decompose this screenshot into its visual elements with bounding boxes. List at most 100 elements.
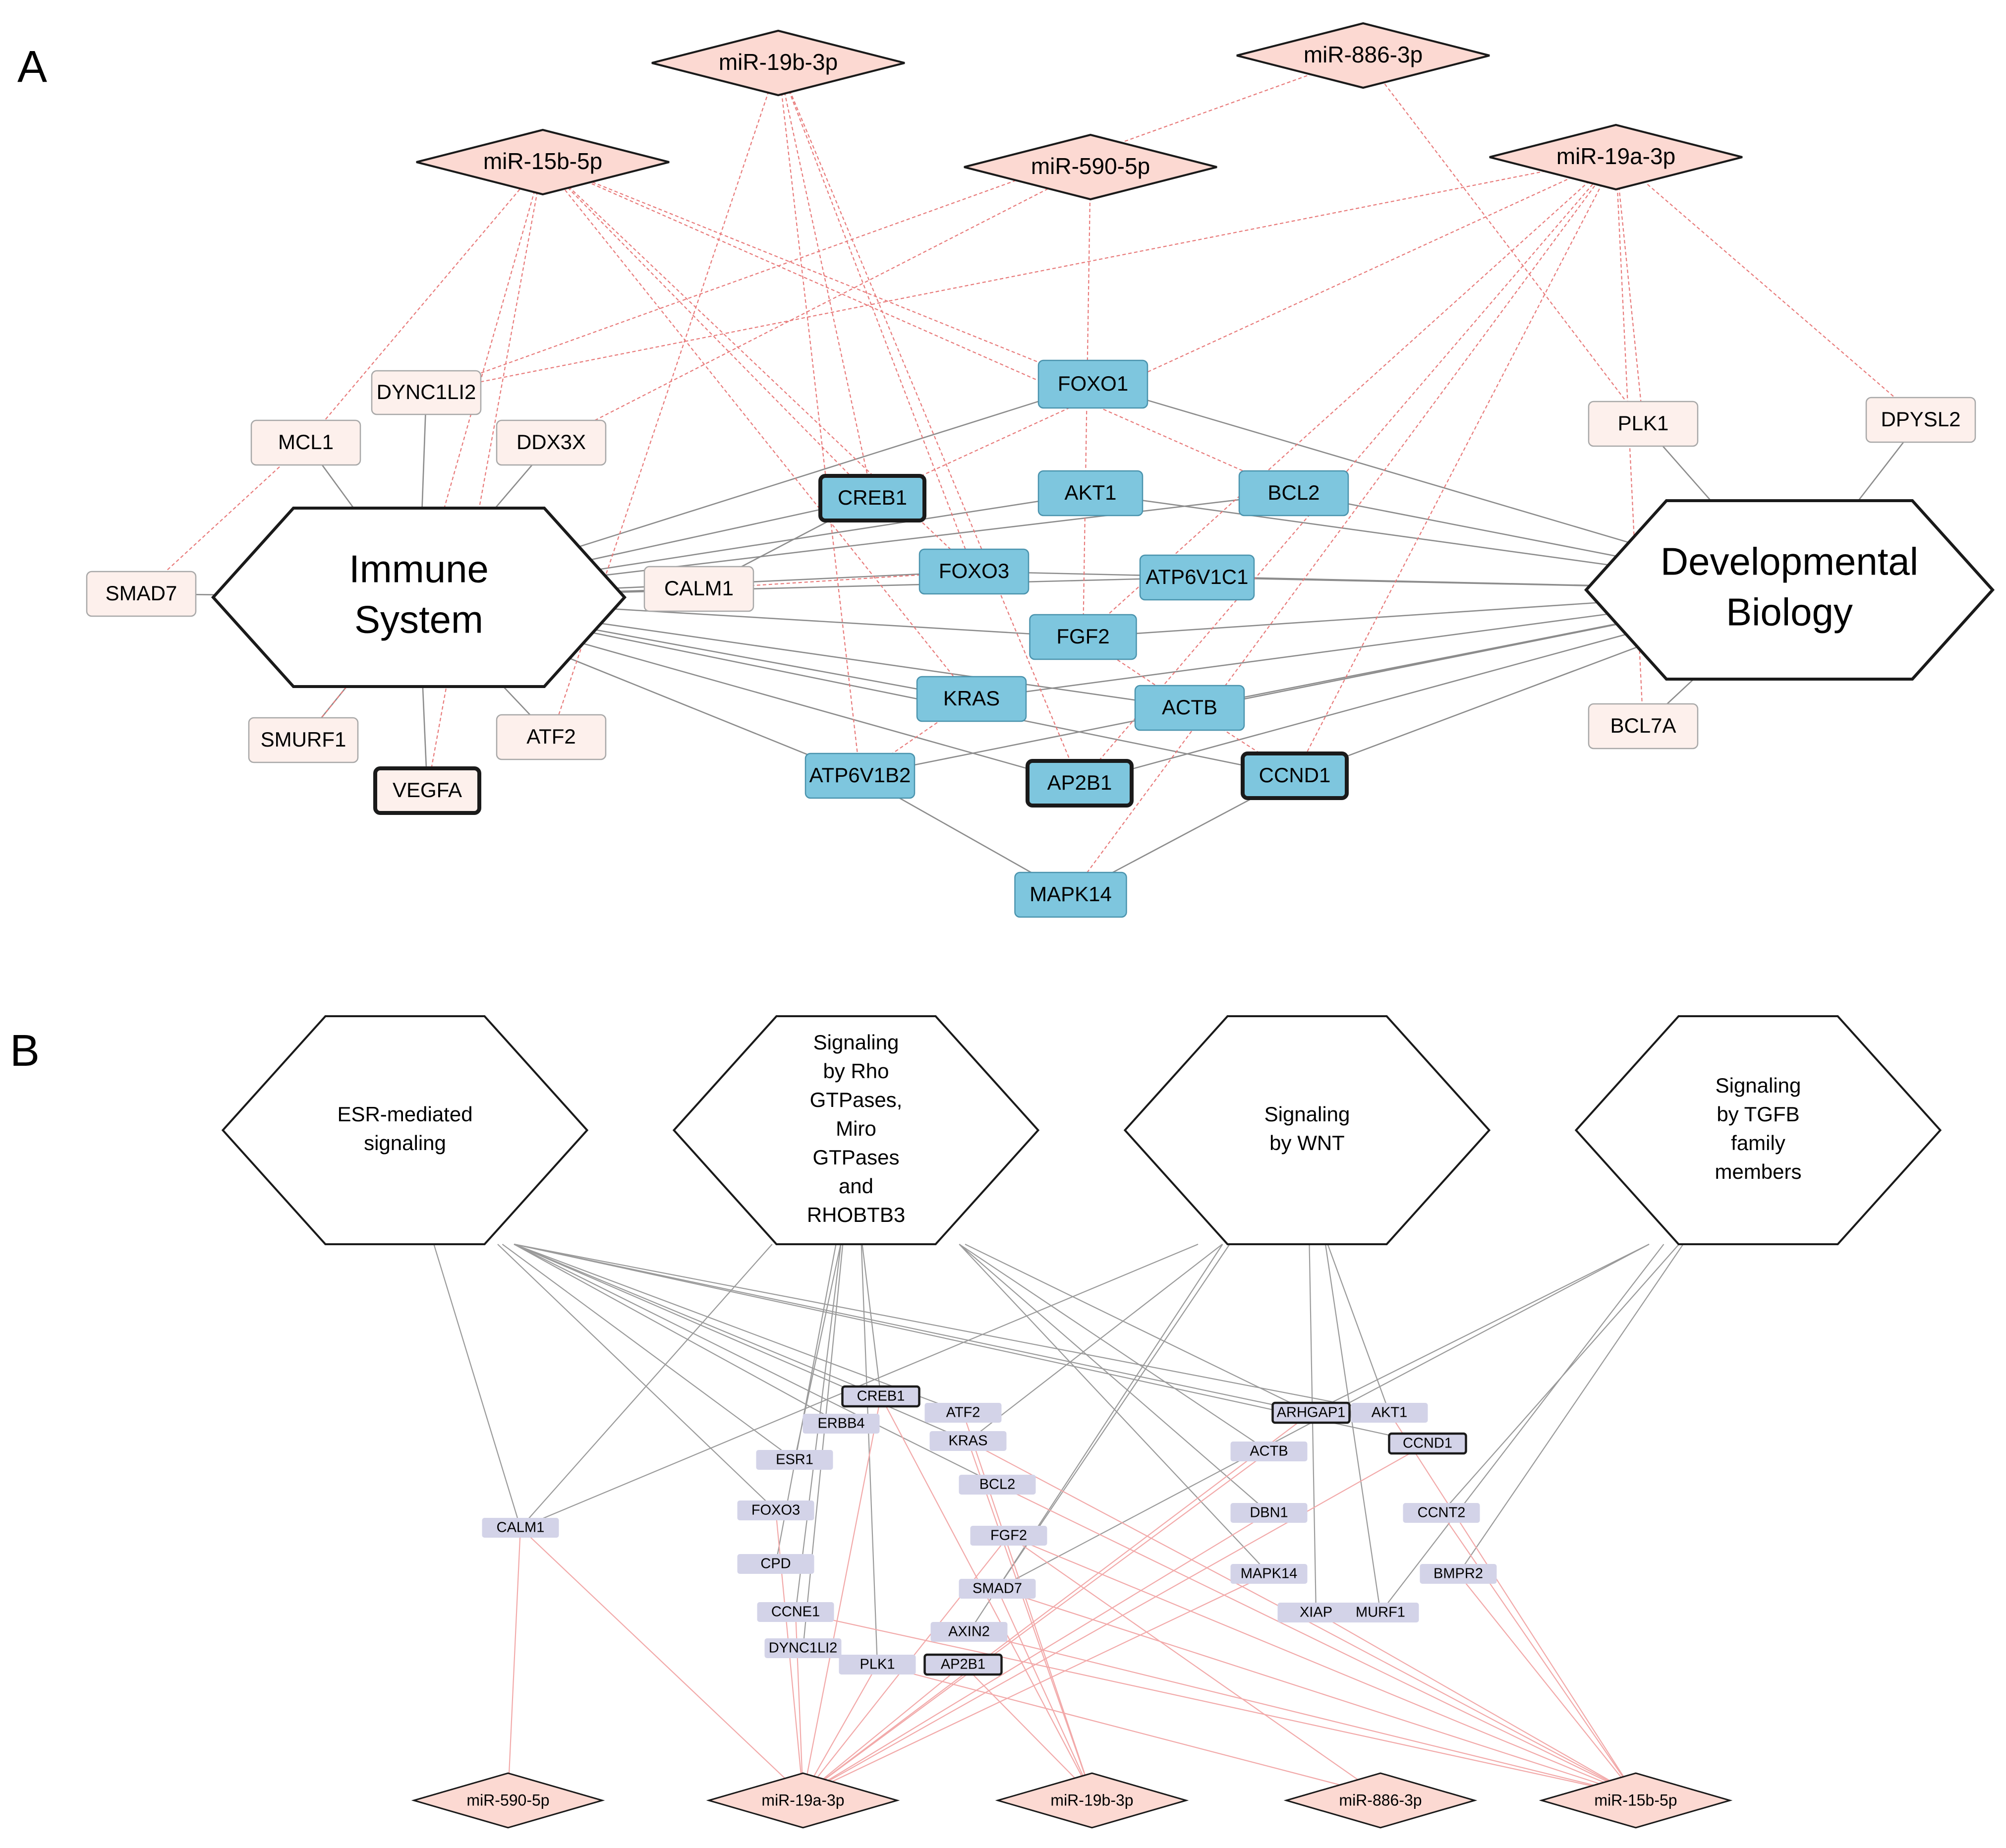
gene-node-actb: ACTB — [1134, 685, 1245, 731]
pathway-label: System — [354, 598, 483, 641]
gene-box — [918, 548, 1030, 595]
mirna-target-edge — [1294, 157, 1616, 776]
gene-label: ACTB — [1250, 1444, 1288, 1459]
mirna-target-edge — [962, 1412, 1093, 1796]
gene-node-bcl2: BCL2 — [1238, 470, 1349, 517]
pathway-label: Signaling — [1264, 1102, 1350, 1126]
mirna-label: miR-15b-5p — [483, 148, 602, 174]
mirna-label: miR-886-3p — [1339, 1791, 1422, 1809]
pathway-hexagon — [221, 1015, 589, 1245]
gene-pathway-edge — [497, 1244, 776, 1511]
gene-label: CREB1 — [838, 486, 907, 509]
mirna-target-edge — [1363, 55, 1644, 424]
mirna-target-edge — [802, 1443, 1428, 1796]
mirna-target-edge — [542, 162, 873, 499]
gene-box — [916, 676, 1027, 722]
gene-label: ATF2 — [946, 1405, 980, 1421]
gene-box — [841, 1385, 920, 1408]
mirna-target-edge — [1389, 1412, 1636, 1796]
gene-label: FOXO1 — [1058, 372, 1128, 395]
mirna-target-edge — [542, 161, 1294, 494]
gene-node-ccnd1: CCND1 — [1241, 751, 1349, 800]
gene-label: AXIN2 — [948, 1624, 990, 1640]
mirna-target-edge — [997, 1484, 1636, 1796]
gene-label: PLK1 — [860, 1657, 895, 1673]
gene-label: VEGFA — [393, 778, 462, 802]
gene-box — [1388, 1432, 1467, 1455]
pathway-label: Developmental — [1661, 540, 1918, 583]
gene-node-xiap: XIAP — [1277, 1603, 1355, 1622]
gene-label: DYNC1LI2 — [769, 1640, 838, 1656]
mirna-target-edge — [426, 55, 1364, 394]
gene-box — [804, 752, 916, 799]
mirna-diamond — [706, 1772, 900, 1829]
gene-box — [1026, 759, 1134, 808]
gene-box — [1139, 554, 1255, 601]
gene-node-plk1: PLK1 — [839, 1655, 916, 1675]
mirna-target-edge — [969, 1631, 1636, 1796]
gene-label: BMPR2 — [1433, 1566, 1483, 1582]
mirna-target-edge — [698, 571, 974, 590]
pathway-label: by TGFB — [1717, 1102, 1799, 1126]
gene-label: KRAS — [949, 1433, 988, 1449]
gene-box — [959, 1475, 1036, 1495]
pathway-hexagon — [1123, 1015, 1491, 1245]
pathway-label: signaling — [364, 1131, 446, 1155]
gene-label: MAPK14 — [1030, 882, 1112, 906]
mirna-target-edge — [426, 162, 544, 791]
gene-box — [924, 1403, 1002, 1423]
gene-box — [1403, 1503, 1480, 1523]
gene-pathway-edge — [1458, 1244, 1684, 1574]
panel-b-edges — [433, 1243, 1684, 1796]
mirna-diamond — [1539, 1772, 1733, 1829]
mirna-label: miR-19a-3p — [761, 1791, 844, 1809]
gene-node-creb1: CREB1 — [841, 1385, 920, 1408]
pathway-label: family — [1731, 1131, 1785, 1155]
gene-label: SMURF1 — [261, 728, 346, 751]
gene-pathway-edge — [1327, 1244, 1390, 1413]
gene-label: KRAS — [943, 687, 1000, 710]
mirna-target-edge — [1615, 157, 1921, 420]
gene-label: SMAD7 — [973, 1581, 1022, 1597]
mirna-target-edge — [967, 1441, 1093, 1796]
gene-label: CALM1 — [497, 1520, 545, 1536]
gene-box — [756, 1450, 833, 1470]
gene-label: DPYSL2 — [1881, 407, 1960, 431]
gene-box — [1351, 1403, 1428, 1423]
gene-box — [1037, 359, 1148, 409]
pathway-label: and — [839, 1174, 873, 1198]
mirna-node-mir19b: miR-19b-3p — [651, 29, 905, 97]
gene-box — [373, 766, 481, 815]
gene-box — [482, 1518, 559, 1538]
gene-box — [1588, 401, 1699, 447]
panel-b-label: B — [10, 1026, 40, 1076]
gene-box — [1277, 1603, 1355, 1622]
gene-pathway-edge — [968, 1244, 1223, 1442]
gene-node-dync1li2: DYNC1LI2 — [371, 370, 482, 415]
mirna-target-edge — [777, 62, 873, 499]
pathway-label: ESR-mediated — [337, 1102, 472, 1126]
gene-node-smad7: SMAD7 — [86, 571, 197, 617]
gene-box — [1342, 1603, 1419, 1622]
gene-label: CCND1 — [1403, 1436, 1452, 1451]
mirna-target-edge — [1458, 1573, 1636, 1796]
gene-box — [248, 717, 359, 763]
gene-node-fgf2: FGF2 — [1029, 614, 1137, 660]
gene-node-esr1: ESR1 — [756, 1450, 833, 1470]
gene-box — [1230, 1564, 1308, 1584]
gene-node-atp6v1c1: ATP6V1C1 — [1139, 554, 1255, 601]
gene-node-dpysl2: DPYSL2 — [1865, 397, 1976, 443]
gene-node-mapk14: MAPK14 — [1014, 871, 1127, 918]
gene-label: AP2B1 — [941, 1657, 985, 1673]
mirna-target-edge — [996, 1588, 1093, 1796]
gene-label: DDX3X — [516, 430, 586, 454]
gene-pathway-edge — [959, 1244, 1269, 1452]
mirna-target-edge — [963, 1664, 1092, 1796]
gene-box — [1420, 1564, 1497, 1584]
gene-label: CPD — [760, 1556, 791, 1572]
gene-label: PLK1 — [1618, 411, 1669, 435]
mirna-target-edge — [802, 1664, 964, 1796]
gene-pathway-edge — [514, 1244, 998, 1485]
